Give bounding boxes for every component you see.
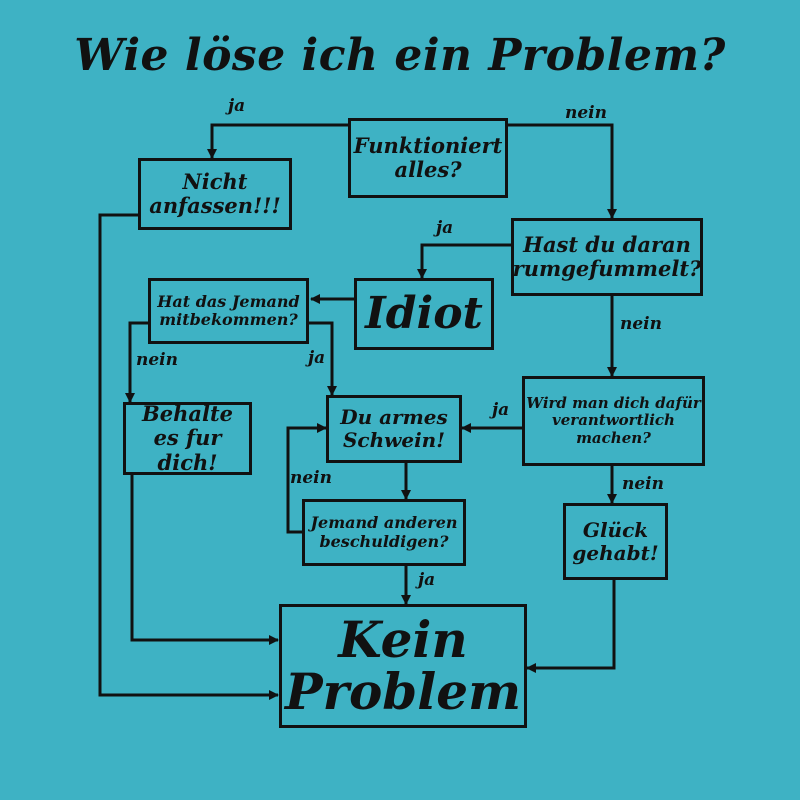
arrow-nicht-kein: [98, 213, 279, 700]
label-jemand-nein: nein: [290, 468, 332, 488]
node-jemand-anderen: Jemand anderen beschuldigen?: [302, 499, 466, 566]
node-hast-du: Hast du daran rumgefummelt?: [511, 218, 703, 296]
node-kein-problem: Kein Problem: [279, 604, 527, 728]
node-funktioniert: Funktioniert alles?: [348, 118, 508, 198]
node-wird-man: Wird man dich dafür verantwortlich mache…: [522, 376, 705, 466]
node-jemand-anderen-label: Jemand anderen beschuldigen?: [310, 513, 458, 551]
arrow-hat-nein: [125, 321, 148, 403]
node-nicht-anfassen-label: Nicht anfassen!!!: [149, 168, 281, 218]
node-hat-jemand: Hat das Jemand mitbekommen?: [148, 278, 309, 344]
node-glueck: Glück gehabt!: [563, 503, 668, 580]
node-glueck-label: Glück gehabt!: [572, 517, 659, 565]
label-hat-ja: ja: [308, 348, 326, 368]
node-idiot: Idiot: [354, 278, 494, 350]
label-wird-nein: nein: [622, 474, 664, 494]
arrow-glueck-kein: [526, 580, 616, 673]
node-nicht-anfassen: Nicht anfassen!!!: [138, 158, 292, 230]
node-funktioniert-label: Funktioniert alles?: [353, 132, 503, 182]
node-behalte: Behalte es fur dich!: [123, 402, 252, 475]
node-du-armes-label: Du armes Schwein!: [340, 405, 448, 452]
flowchart-title: Wie löse ich ein Problem?: [74, 30, 726, 81]
label-hastdu-nein: nein: [620, 314, 662, 334]
label-funktioniert-ja: ja: [228, 96, 246, 116]
arrow-funktioniert-ja: [207, 123, 348, 159]
node-du-armes: Du armes Schwein!: [326, 395, 462, 463]
arrow-jemand-nein: [286, 423, 327, 534]
node-wird-man-label: Wird man dich dafür verantwortlich mache…: [526, 394, 701, 447]
label-wird-ja: ja: [492, 400, 510, 420]
label-hat-nein: nein: [136, 350, 178, 370]
label-jemand-ja: ja: [418, 570, 436, 590]
arrow-funktioniert-nein: [508, 123, 617, 219]
label-funktioniert-nein: nein: [565, 103, 607, 123]
arrow-hastdu-ja: [417, 243, 511, 279]
node-behalte-label: Behalte es fur dich!: [141, 401, 234, 475]
node-kein-problem-label: Kein Problem: [285, 609, 521, 721]
node-hat-jemand-label: Hat das Jemand mitbekommen?: [157, 291, 300, 329]
label-hastdu-ja: ja: [436, 218, 454, 238]
node-idiot-label: Idiot: [365, 287, 483, 339]
arrow-hat-ja: [309, 321, 337, 396]
arrow-behalte-kein: [130, 475, 279, 645]
node-hast-du-label: Hast du daran rumgefummelt?: [512, 231, 702, 281]
